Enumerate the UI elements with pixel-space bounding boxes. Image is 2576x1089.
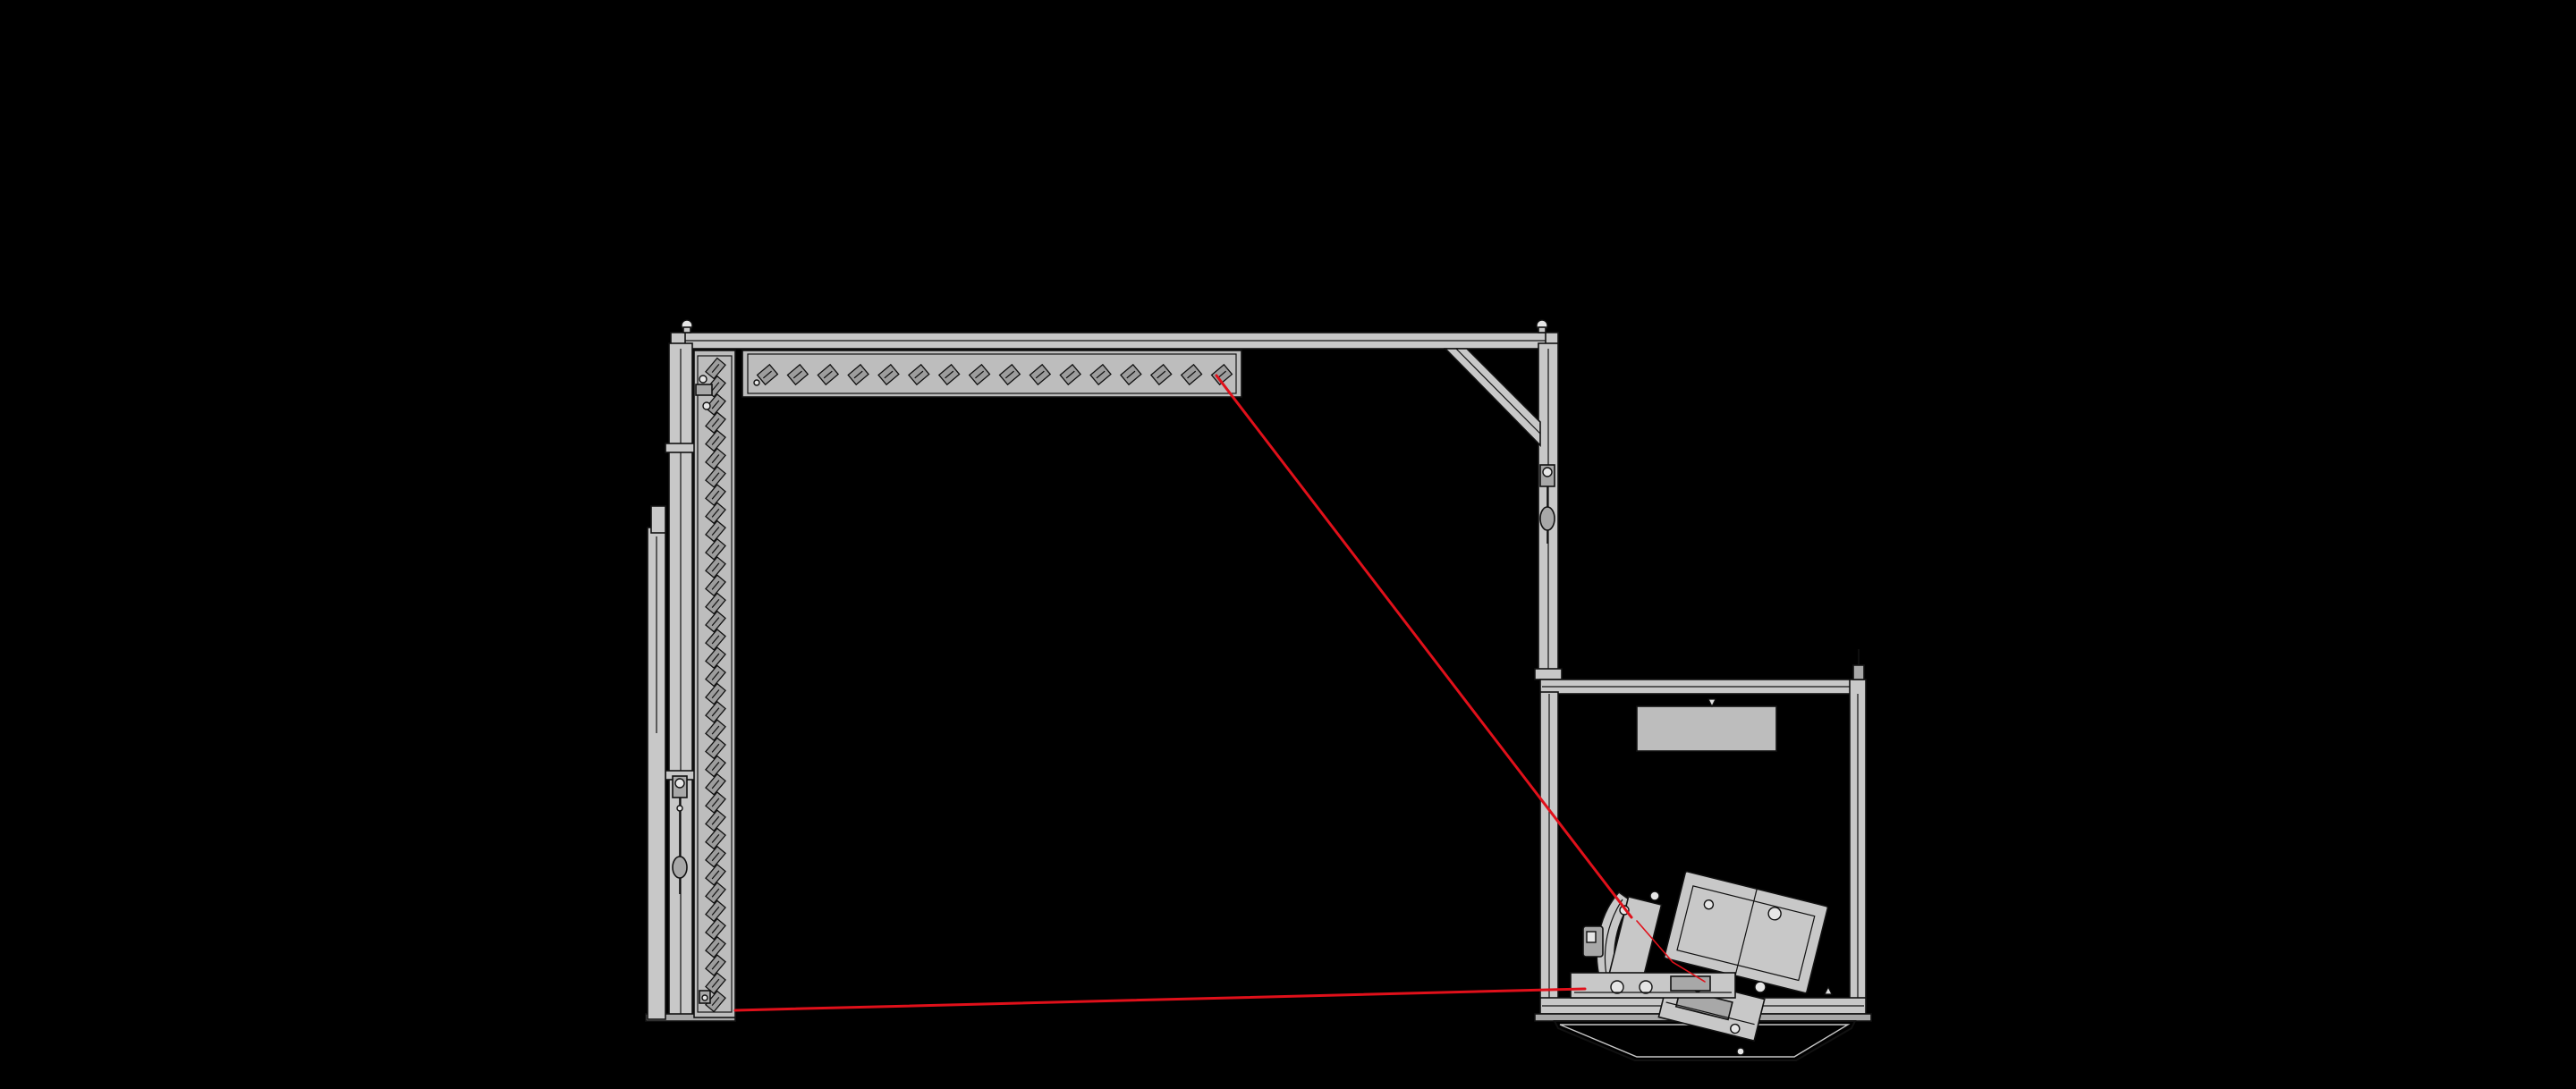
top-led-module-line	[914, 370, 924, 379]
laser-beam-left-array	[733, 987, 1587, 1012]
left-led-module-line	[711, 580, 720, 590]
top-led-module-line	[1126, 370, 1136, 379]
mount-pivot-upper	[1649, 891, 1660, 901]
cage-display-panel	[1636, 705, 1777, 752]
left-led-module-line	[711, 508, 720, 518]
left-led-group	[705, 357, 726, 1013]
top-led-module-line	[763, 370, 772, 379]
cage-bottom-tray	[1553, 1020, 1857, 1061]
left-led-module-line	[711, 725, 720, 735]
top-led-group	[756, 363, 1233, 386]
left-led-module-line	[711, 671, 720, 680]
side-panel-top-bracket	[650, 505, 666, 534]
left-led-module-line	[711, 527, 720, 536]
base-plate-bolt-4	[1754, 981, 1767, 993]
display-panel-marker	[1707, 698, 1716, 708]
left-led-module-line	[711, 978, 720, 988]
left-led-module-line	[711, 598, 720, 608]
main-frame	[645, 319, 1563, 1022]
left-array-inner-frame	[697, 355, 733, 1013]
left-led-module-line	[711, 942, 720, 952]
left-array-top-fixture	[695, 375, 713, 410]
bottom-beam-marker	[1824, 985, 1833, 995]
top-led-module-line	[945, 370, 954, 379]
left-led-module-line	[711, 833, 720, 843]
laser-beam-internal	[1636, 920, 1706, 983]
base-plate-bolt-1	[1610, 980, 1624, 994]
left-led-module-line	[711, 472, 720, 482]
right-cage	[1534, 649, 1872, 1061]
left-led-module-line	[711, 435, 720, 445]
top-led-module-line	[1096, 370, 1106, 379]
left-led-module-line	[711, 707, 720, 717]
base-plate-bolt-2	[1639, 980, 1653, 994]
left-led-module-line	[711, 364, 720, 373]
top-led-module-line	[823, 370, 833, 379]
top-led-module-line	[884, 370, 894, 379]
top-led-module-line	[975, 370, 985, 379]
left-led-module-line	[711, 906, 720, 916]
left-led-module-line	[711, 798, 720, 807]
left-led-module-line	[711, 870, 720, 880]
left-led-module-line	[711, 743, 720, 753]
left-led-module-line	[711, 562, 720, 572]
left-column-clamp-top	[665, 443, 697, 453]
top-led-module-line	[1004, 370, 1014, 379]
laser-beam-top-array	[1215, 374, 1633, 919]
diagonal-brace-edge	[1455, 348, 1541, 435]
left-led-module-line	[711, 997, 720, 1006]
top-led-module-line	[1187, 370, 1197, 379]
sensor-body	[1664, 870, 1829, 994]
cage-antenna	[1852, 649, 1865, 680]
laser-paths	[733, 374, 1706, 1012]
left-led-module-line	[711, 815, 720, 825]
left-led-module-line	[711, 418, 720, 427]
left-led-module-line	[711, 544, 720, 554]
left-led-module-line	[711, 852, 720, 862]
left-led-module-line	[711, 382, 720, 392]
left-led-module-line	[711, 490, 720, 500]
left-led-module-line	[711, 960, 720, 970]
sensor-side-port	[1586, 931, 1597, 943]
top-left-lifting-eye-base	[682, 326, 691, 333]
left-led-module-line	[711, 454, 720, 464]
top-led-module-line	[853, 370, 863, 379]
left-pulley	[672, 775, 688, 894]
sensor-front-plate-edge	[1604, 899, 1623, 981]
left-array-bottom-fixture	[699, 990, 711, 1004]
left-led-module-line	[711, 617, 720, 627]
diagonal-brace	[1444, 348, 1541, 447]
base-plate-block	[1670, 975, 1711, 992]
left-led-module-line	[711, 400, 720, 409]
left-led-module-line	[711, 780, 720, 789]
left-led-module-line	[711, 635, 720, 645]
left-led-module-line	[711, 888, 720, 898]
top-led-module-line	[792, 370, 802, 379]
left-led-module-line	[711, 762, 720, 772]
left-led-array	[693, 350, 736, 1018]
left-led-module-line	[711, 924, 720, 934]
left-led-module-line	[711, 653, 720, 663]
top-array-inner-frame	[747, 353, 1237, 394]
top-right-lifting-eye-base	[1538, 326, 1546, 333]
top-array-screw	[753, 379, 760, 386]
top-led-module-line	[1157, 370, 1166, 379]
top-led-module-line	[1035, 370, 1045, 379]
sensor-unit	[1570, 870, 1829, 1043]
right-pulley	[1539, 464, 1555, 544]
top-led-array	[741, 350, 1242, 398]
right-column-clamp	[1534, 668, 1563, 680]
top-led-module-line	[1065, 370, 1075, 379]
tray-bolt	[1736, 1047, 1745, 1056]
cage-bottom-tray-inner	[1559, 1024, 1851, 1058]
left-led-module-line	[711, 689, 720, 699]
